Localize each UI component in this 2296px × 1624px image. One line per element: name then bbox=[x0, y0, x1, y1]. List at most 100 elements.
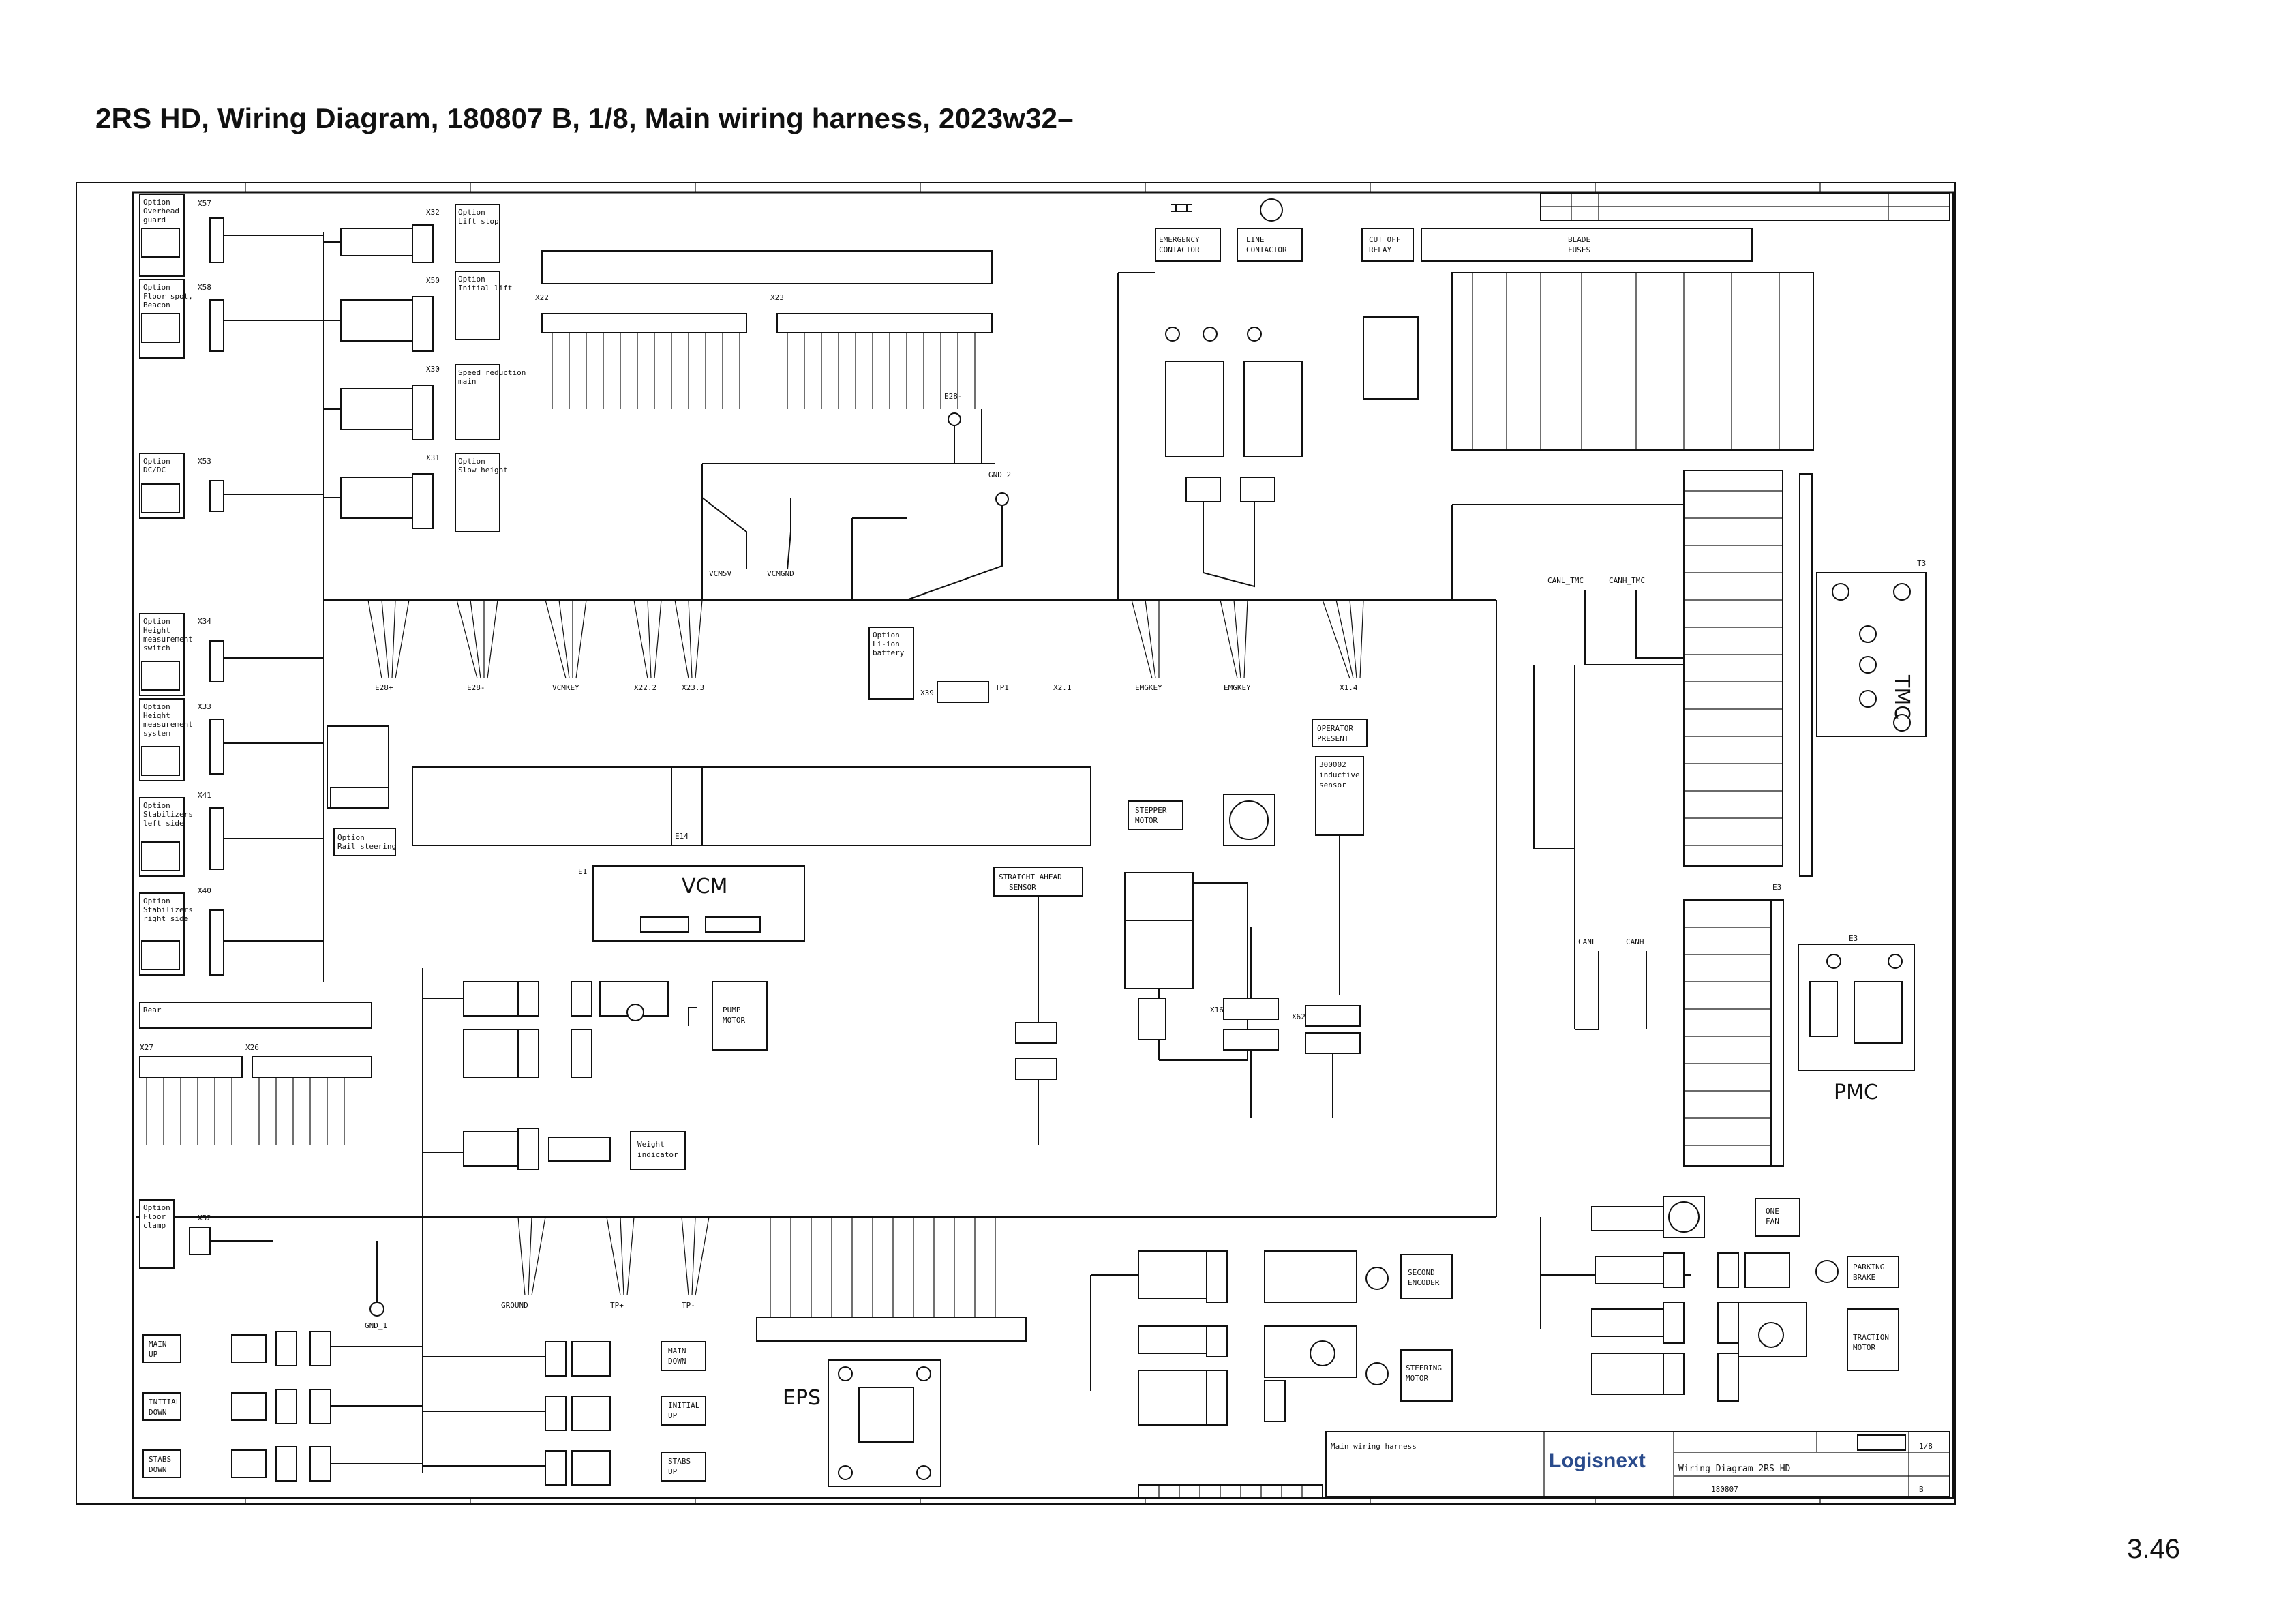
svg-text:FUSES: FUSES bbox=[1568, 245, 1590, 254]
svg-text:STRAIGHT AHEAD: STRAIGHT AHEAD bbox=[999, 873, 1062, 882]
svg-text:180807: 180807 bbox=[1711, 1485, 1738, 1494]
vcm-controller: E14 VCM E1 bbox=[412, 766, 1091, 942]
svg-text:Option: Option bbox=[143, 457, 170, 466]
svg-text:Li-ion: Li-ion bbox=[873, 640, 900, 648]
svg-text:main: main bbox=[458, 377, 477, 386]
svg-text:FAN: FAN bbox=[1766, 1217, 1779, 1226]
frame-ticks bbox=[245, 183, 1821, 1504]
svg-text:OPERATOR: OPERATOR bbox=[1317, 724, 1353, 733]
svg-text:MOTOR: MOTOR bbox=[723, 1016, 745, 1025]
svg-text:X58: X58 bbox=[198, 283, 211, 292]
svg-text:Stabilizers: Stabilizers bbox=[143, 810, 193, 819]
svg-text:LINE: LINE bbox=[1246, 235, 1265, 244]
svg-text:indicator: indicator bbox=[637, 1150, 678, 1159]
connectors-x16-x62: X16 X62 bbox=[1210, 927, 1361, 1118]
drawing-border bbox=[76, 182, 1956, 1505]
svg-text:Floor: Floor bbox=[143, 1212, 166, 1221]
svg-text:INITIAL: INITIAL bbox=[149, 1398, 181, 1407]
pmc-connector-column: E3 CANL CANH bbox=[1575, 883, 1784, 1167]
gnd1-marker: GND_1 bbox=[365, 1241, 387, 1330]
svg-text:MAIN: MAIN bbox=[668, 1347, 686, 1355]
steering-motor: STEERING MOTOR bbox=[1138, 1325, 1453, 1426]
svg-text:left side: left side bbox=[143, 819, 184, 828]
svg-text:Option: Option bbox=[143, 801, 170, 810]
svg-text:sensor: sensor bbox=[1319, 781, 1346, 790]
svg-text:system: system bbox=[143, 729, 170, 738]
svg-text:B: B bbox=[1919, 1485, 1924, 1494]
svg-text:CANL_TMC: CANL_TMC bbox=[1547, 576, 1584, 585]
svg-text:Option: Option bbox=[458, 208, 485, 217]
revision-table bbox=[1540, 192, 1950, 221]
svg-text:X32: X32 bbox=[426, 208, 440, 217]
svg-text:Stabilizers: Stabilizers bbox=[143, 905, 193, 914]
svg-text:Main wiring harness: Main wiring harness bbox=[1331, 1442, 1417, 1451]
vcm5v-bundle: VCM5V VCMGND E28- GND_2 bbox=[701, 392, 1011, 601]
svg-text:X52: X52 bbox=[198, 1214, 211, 1222]
svg-text:E28+: E28+ bbox=[375, 683, 393, 692]
svg-text:GND_2: GND_2 bbox=[988, 470, 1011, 479]
svg-text:X40: X40 bbox=[198, 886, 211, 895]
svg-text:GND_1: GND_1 bbox=[365, 1321, 387, 1330]
svg-text:Option: Option bbox=[143, 1203, 170, 1212]
svg-text:VCM: VCM bbox=[682, 875, 727, 899]
svg-text:X30: X30 bbox=[426, 365, 440, 374]
svg-text:TP+: TP+ bbox=[610, 1301, 624, 1310]
svg-text:X26: X26 bbox=[245, 1043, 259, 1052]
svg-text:Option: Option bbox=[873, 631, 900, 640]
svg-text:inductive: inductive bbox=[1319, 770, 1360, 779]
eps-controller: EPS bbox=[783, 1359, 941, 1487]
eps-connector bbox=[756, 1217, 1027, 1342]
bundle-row-upper bbox=[367, 599, 1364, 679]
svg-text:X1.4: X1.4 bbox=[1340, 683, 1358, 692]
svg-text:Height: Height bbox=[143, 711, 170, 720]
svg-text:E1: E1 bbox=[578, 867, 587, 876]
svg-text:Option: Option bbox=[143, 283, 170, 292]
connector-x23: X23 bbox=[770, 293, 976, 409]
svg-text:PUMP: PUMP bbox=[723, 1006, 741, 1014]
svg-text:right side: right side bbox=[143, 914, 188, 923]
svg-text:SENSOR: SENSOR bbox=[1009, 883, 1036, 892]
page-number: 3.46 bbox=[2127, 1534, 2180, 1564]
svg-text:DOWN: DOWN bbox=[149, 1408, 167, 1417]
svg-text:TRACTION: TRACTION bbox=[1853, 1333, 1889, 1342]
main-bus-wires bbox=[136, 232, 1766, 1473]
svg-text:X16: X16 bbox=[1210, 1006, 1224, 1014]
svg-text:Weight: Weight bbox=[637, 1140, 665, 1149]
svg-text:MOTOR: MOTOR bbox=[1406, 1374, 1428, 1383]
connector-x27-x26: Rear X27 X26 bbox=[139, 1002, 372, 1145]
tmc-controller: TMC T3 bbox=[1816, 559, 1927, 737]
svg-text:X22.2: X22.2 bbox=[634, 683, 656, 692]
svg-text:RELAY: RELAY bbox=[1369, 245, 1391, 254]
pump-motor: PUMP MOTOR bbox=[463, 981, 768, 1078]
svg-text:measurement: measurement bbox=[143, 635, 193, 644]
svg-text:PARKING: PARKING bbox=[1853, 1263, 1884, 1272]
svg-text:Option: Option bbox=[458, 457, 485, 466]
svg-text:X50: X50 bbox=[426, 276, 440, 285]
connector-x59 bbox=[1124, 872, 1248, 1061]
svg-text:X62: X62 bbox=[1292, 1012, 1305, 1021]
svg-text:Floor spot,: Floor spot, bbox=[143, 292, 193, 301]
svg-text:X57: X57 bbox=[198, 199, 211, 208]
svg-text:E28-: E28- bbox=[944, 392, 963, 401]
svg-text:T3: T3 bbox=[1917, 559, 1926, 568]
svg-text:EMGKEY: EMGKEY bbox=[1224, 683, 1251, 692]
pmc-controller: PMC E3 bbox=[1798, 934, 1915, 1104]
svg-text:STEERING: STEERING bbox=[1406, 1364, 1442, 1372]
svg-text:E3: E3 bbox=[1849, 934, 1858, 943]
svg-text:battery: battery bbox=[873, 648, 905, 657]
connector-x22: X22 bbox=[535, 250, 993, 409]
